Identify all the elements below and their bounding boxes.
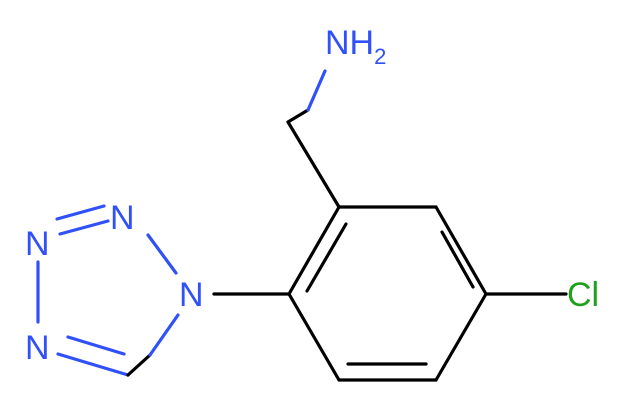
tetrazole-n1-label: N xyxy=(179,276,204,314)
amine-label: NH2 xyxy=(325,24,386,69)
tetrazole-n2-label: N xyxy=(110,199,135,237)
bond-ch2-nh2 xyxy=(286,69,327,124)
tetrazole-n4-label: N xyxy=(25,329,50,367)
tetrazole-ring xyxy=(36,204,180,377)
bond-ring-ch2 xyxy=(286,120,341,209)
tetrazole-n3-label: N xyxy=(25,225,50,263)
chlorine-label: Cl xyxy=(567,276,599,314)
benzene-ring xyxy=(287,205,488,382)
